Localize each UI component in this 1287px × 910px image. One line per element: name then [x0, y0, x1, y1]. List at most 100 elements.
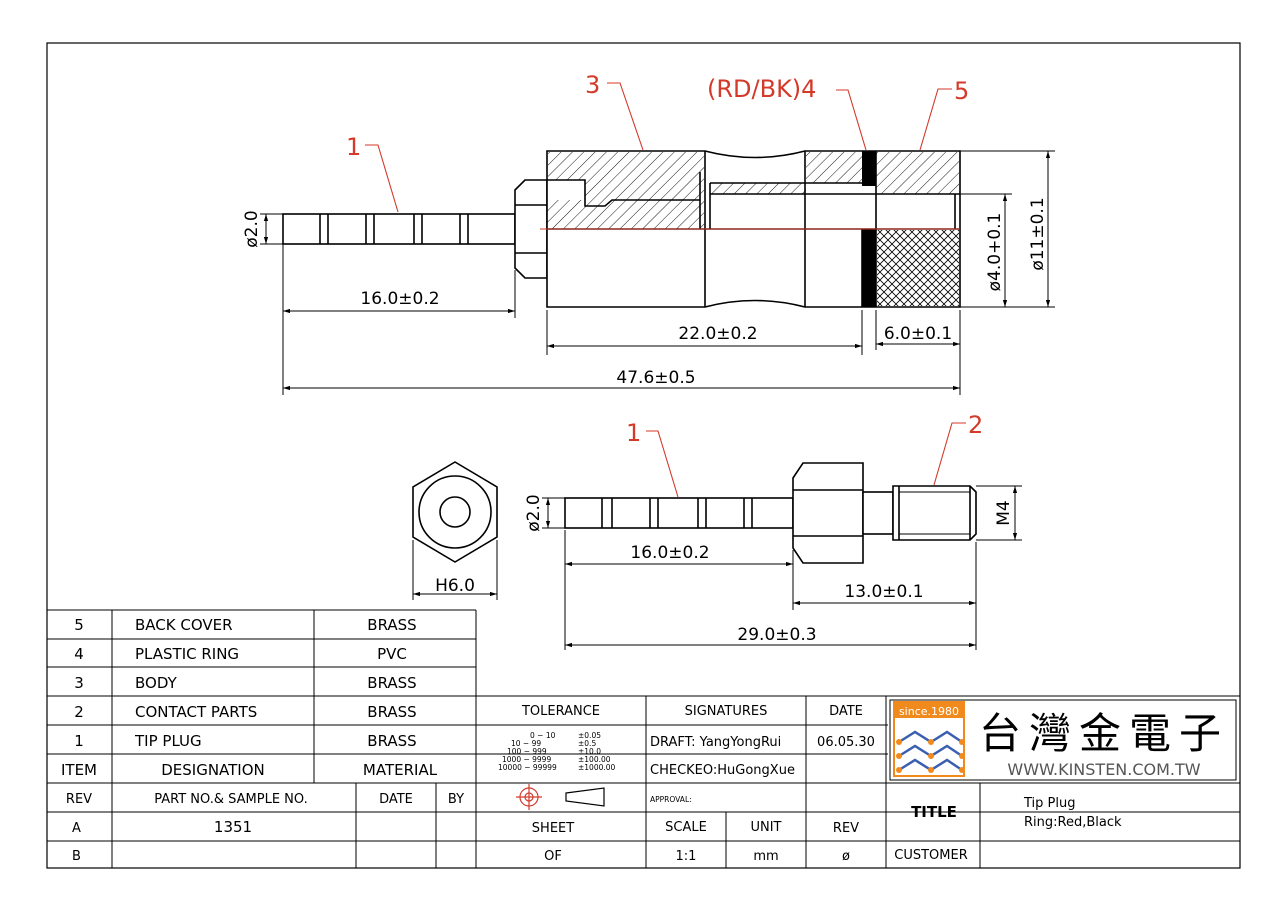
bom-material: PVC [377, 645, 407, 663]
footer-title-line2: Ring:Red,Black [1024, 815, 1122, 830]
footer-of: OF [544, 849, 562, 864]
footer-scale-label: SCALE [665, 820, 707, 835]
top-dimensions [260, 150, 1055, 395]
rev-row-rev: B [72, 849, 81, 864]
rev-row-rev: A [72, 821, 81, 836]
dim-top-outer-dia: ø11±0.1 [1028, 197, 1048, 270]
plastic-ring-lower [862, 229, 876, 307]
bom-item: 4 [74, 645, 84, 663]
signatures-title: SIGNATURES [685, 704, 768, 719]
signatures-date-label: DATE [829, 704, 863, 719]
dim-top-tip-len: 16.0±0.2 [360, 289, 439, 309]
dim-top-dia-tip: ø2.0 [242, 210, 262, 247]
tolerance-value: ±0.05 [578, 731, 601, 740]
footer-scale: 1:1 [676, 849, 697, 864]
footer-title-label: TITLE [911, 803, 957, 821]
tolerance-block: TOLERANCE 0 − 10 10 − 99 100 − 999 1000 … [498, 704, 616, 772]
bom-header-designation: DESIGNATION [161, 761, 265, 779]
bom-rows: 5 BACK COVER BRASS 4 PLASTIC RING PVC 3 … [61, 616, 438, 779]
company-logo: since.1980 台灣金電子 WWW.KINSTEN.COM.TW [889, 699, 1237, 781]
logo-url: WWW.KINSTEN.COM.TW [1007, 760, 1200, 779]
dim-thread: M4 [994, 500, 1014, 525]
sheet-border [46, 42, 1241, 869]
tolerance-value: ±10.0 [578, 747, 601, 756]
hex-end-view [412, 461, 498, 600]
signatures-block: SIGNATURES DATE DRAFT: YangYongRui 06.05… [650, 704, 875, 804]
bom-material: BRASS [367, 703, 416, 721]
projection-symbol-icon [516, 784, 605, 810]
dim-bot-contact-len: 13.0±0.1 [844, 582, 923, 602]
thread [892, 485, 977, 541]
bom-header-material: MATERIAL [363, 761, 438, 779]
body-hatch-left [547, 152, 704, 229]
tolerance-value: ±100.00 [578, 755, 611, 764]
bom-designation: TIP PLUG [134, 732, 202, 750]
callout-1-bottom: 1 [626, 419, 641, 447]
tolerance-range: 0 − 10 [530, 731, 556, 740]
footer-sheet: SHEET [532, 821, 574, 836]
logo-company: 台灣金電子 [979, 709, 1229, 758]
tolerance-range: 10000 − 99999 [498, 763, 557, 772]
bom-item: 5 [74, 616, 84, 634]
bom-designation: CONTACT PARTS [135, 703, 257, 721]
bom-item: 3 [74, 674, 84, 692]
bom-material: BRASS [367, 616, 416, 634]
rev-header-rev: REV [66, 792, 92, 807]
bottom-hex-nut [792, 462, 864, 564]
revision-table: REV PART NO.& SAMPLE NO. DATE BY A 1351 … [66, 792, 464, 864]
bom-item: 2 [74, 703, 84, 721]
bottom-callout-leaders [646, 422, 966, 498]
bottom-side-view [564, 462, 977, 564]
dim-bot-tip-len: 16.0±0.2 [630, 543, 709, 563]
bom-designation: PLASTIC RING [135, 645, 239, 663]
tolerance-title: TOLERANCE [521, 704, 600, 719]
footer-unit-label: UNIT [750, 820, 781, 835]
footer-title-line1: Tip Plug [1023, 796, 1075, 811]
signatures-checked: CHECKEO:HuGongXue [650, 763, 795, 778]
bottom-dimensions [542, 485, 1022, 650]
bom-designation: BACK COVER [135, 616, 233, 634]
callout-1-top: 1 [346, 133, 361, 161]
bom-table [47, 609, 1240, 868]
tolerance-value: ±0.5 [578, 739, 596, 748]
bom-designation: BODY [135, 674, 178, 692]
bom-material: BRASS [367, 674, 416, 692]
bottom-tip-pin [564, 497, 794, 529]
rev-header-part: PART NO.& SAMPLE NO. [154, 792, 308, 807]
tolerance-value: ±1000.00 [578, 763, 616, 772]
rev-header-date: DATE [379, 792, 413, 807]
dim-top-cover-len: 6.0±0.1 [884, 324, 952, 344]
dim-bot-total-len: 29.0±0.3 [737, 625, 816, 645]
dim-top-inner-dia: ø4.0+0.1 [985, 213, 1005, 292]
callout-2: 2 [968, 411, 983, 439]
tolerance-range: 10 − 99 [511, 739, 541, 748]
callout-3: 3 [585, 71, 600, 99]
top-callout-leaders [365, 82, 952, 213]
bom-material: BRASS [367, 732, 416, 750]
dim-top-total-len: 47.6±0.5 [616, 368, 695, 388]
plastic-ring-solid [862, 151, 876, 186]
neck [862, 491, 894, 535]
callout-5: 5 [954, 77, 969, 105]
top-section-view [282, 150, 961, 308]
signatures-approval: APPROVAL: [650, 795, 692, 804]
dim-bot-dia-tip: ø2.0 [524, 494, 544, 531]
rev-row-part: 1351 [214, 818, 252, 836]
dim-top-body-len: 22.0±0.2 [678, 324, 757, 344]
rev-header-by: BY [448, 792, 464, 807]
footer-rev-value: ø [842, 849, 850, 864]
tolerance-range: 1000 − 9999 [502, 755, 551, 764]
logo-since: since.1980 [899, 705, 959, 718]
bom-header-item: ITEM [61, 761, 97, 779]
signatures-date-value: 06.05.30 [817, 735, 875, 750]
back-cover-xhatch [877, 230, 959, 306]
dim-hex: H6.0 [435, 576, 475, 596]
footer-block: SHEET OF SCALE 1:1 UNIT mm REV ø TITLE T… [532, 796, 1122, 864]
signatures-draft: DRAFT: YangYongRui [650, 735, 781, 750]
footer-unit: mm [753, 849, 778, 864]
footer-customer-label: CUSTOMER [894, 848, 967, 863]
bom-item: 1 [74, 732, 84, 750]
footer-rev-label: REV [833, 821, 859, 836]
tip-pin [282, 213, 516, 245]
